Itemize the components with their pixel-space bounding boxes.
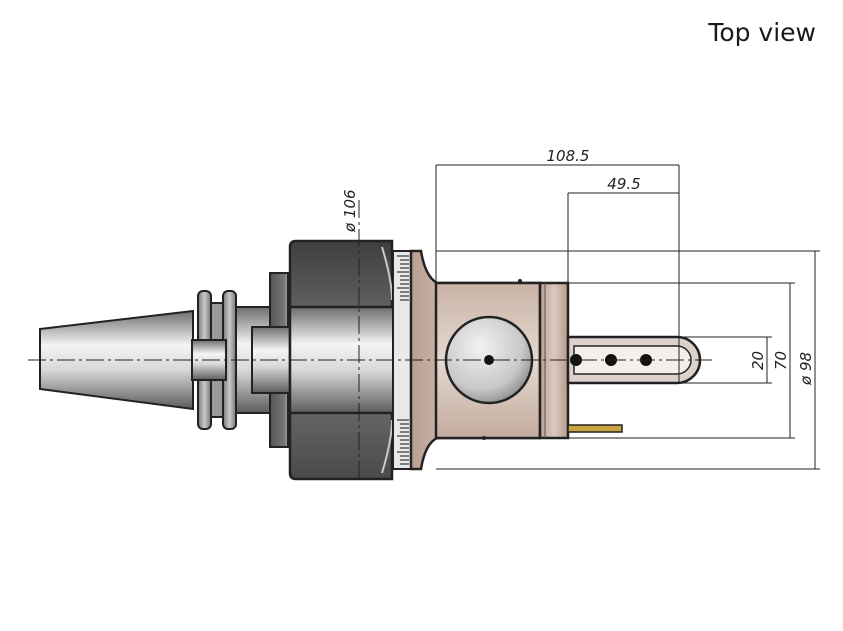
- view-title: Top view: [708, 18, 816, 47]
- dim-slot-width: 20: [749, 351, 767, 370]
- scale-ring: [392, 250, 412, 470]
- dim-overall-length: 108.5: [547, 147, 590, 165]
- dim-body-height: 70: [772, 351, 790, 370]
- dim-tip-length: 49.5: [607, 175, 640, 193]
- collar: [251, 272, 293, 448]
- dimension-annotations: [435, 164, 820, 470]
- dim-body-diameter: ø 98: [797, 352, 815, 386]
- brass-insert: [567, 424, 623, 433]
- dim-head-diameter: ø 106: [341, 189, 359, 233]
- flange-rings: [191, 290, 273, 430]
